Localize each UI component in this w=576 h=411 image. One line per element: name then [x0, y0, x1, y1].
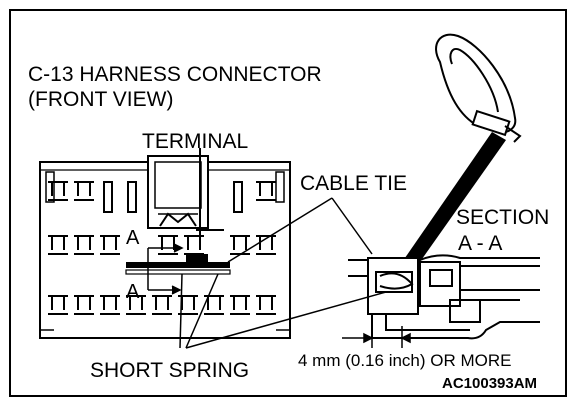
section-view — [348, 254, 540, 340]
title-line-1: C-13 HARNESS CONNECTOR — [28, 63, 322, 86]
terminal-cell — [74, 181, 94, 201]
cable-tie-leader-1 — [227, 197, 333, 263]
cable-tie-label: CABLE TIE — [300, 172, 407, 195]
section-label-line-2: A - A — [458, 232, 502, 255]
terminal-slot — [233, 181, 243, 213]
title-line-2: (FRONT VIEW) — [28, 88, 173, 111]
terminal-cell — [48, 235, 68, 255]
cable-tie-leader-2 — [331, 197, 373, 255]
terminal-cell — [100, 235, 120, 255]
terminal-cell — [230, 295, 250, 315]
terminal-cell — [256, 295, 276, 315]
terminal-cell — [204, 295, 224, 315]
spring-bar-upper — [126, 262, 230, 268]
lock-hood — [147, 155, 209, 229]
terminal-cell — [178, 295, 198, 315]
terminal-slot — [103, 181, 113, 213]
section-marker-top: A — [126, 227, 140, 249]
short-spring-label: SHORT SPRING — [90, 359, 249, 382]
leader-lines — [179, 197, 387, 349]
harness-connector-front-view — [39, 155, 291, 339]
terminal-label: TERMINAL — [142, 130, 248, 153]
spring-tab — [186, 254, 208, 262]
terminal-cell — [100, 295, 120, 315]
terminal-cell — [48, 295, 68, 315]
dimension-label: 4 mm (0.16 inch) OR MORE — [298, 351, 512, 370]
terminal-cell — [126, 295, 146, 315]
cable-tie-strap — [398, 132, 506, 276]
spring-leader-1 — [179, 273, 183, 349]
section-label-line-1: SECTION — [456, 206, 549, 229]
terminal-cell — [230, 235, 250, 255]
terminal-cell — [184, 235, 204, 255]
figure-frame — [9, 9, 567, 397]
terminal-cell — [158, 235, 178, 255]
spring-leader-2 — [185, 273, 219, 349]
terminal-cell — [74, 295, 94, 315]
terminal-cell — [48, 181, 68, 201]
terminal-cell — [256, 181, 276, 201]
dimension-marks — [342, 326, 422, 348]
terminal-slot — [127, 181, 137, 213]
section-marker-bottom: A — [126, 281, 140, 303]
cable-tie-illustration — [435, 33, 522, 143]
terminal-grid — [48, 181, 276, 315]
terminal-cell — [74, 235, 94, 255]
short-spring-bars — [125, 254, 231, 275]
figure-code: AC100393AM — [442, 375, 537, 392]
spring-leader-3 — [185, 291, 387, 349]
terminal-cell — [152, 295, 172, 315]
section-marker-group — [147, 243, 184, 295]
spring-bar-lower — [125, 269, 231, 275]
